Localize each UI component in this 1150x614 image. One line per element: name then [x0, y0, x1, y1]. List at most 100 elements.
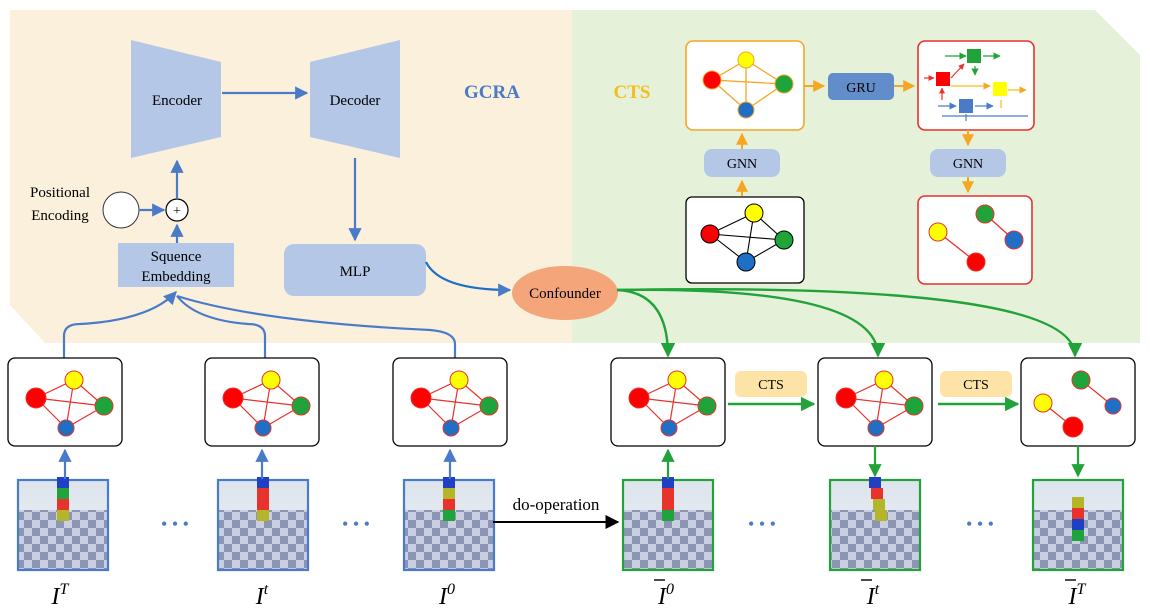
- graph-box-5: [817, 357, 933, 447]
- mlp-to-confounder-arrow: [425, 261, 512, 297]
- node-green: [697, 396, 717, 416]
- node-red: [835, 387, 857, 409]
- block: [1072, 530, 1084, 541]
- node-yellow: [64, 370, 84, 390]
- ellipsis-4: • • •: [966, 514, 994, 534]
- block: [1072, 508, 1084, 519]
- confounder-node: [512, 266, 618, 320]
- frame-floor: [18, 510, 108, 570]
- cts-title: CTS: [614, 82, 651, 103]
- gnn-block-left: [704, 149, 780, 177]
- input-node-blue: [736, 252, 756, 272]
- output-node-yellow: [928, 222, 948, 242]
- positional-encoding-label-1: Positional: [30, 185, 90, 201]
- frame-label-4: I0: [657, 581, 674, 610]
- positional-encoding-label-2: Encoding: [31, 208, 89, 224]
- input-node-red: [700, 224, 720, 244]
- frame-image-6: [1031, 478, 1125, 572]
- input-node-green: [774, 230, 794, 250]
- node-blue: [442, 419, 460, 437]
- block: [875, 510, 887, 521]
- node-green: [291, 396, 311, 416]
- output-node-green: [975, 204, 995, 224]
- confounder-to-graph4: [616, 288, 676, 358]
- input-flow-right: [176, 294, 457, 358]
- block: [57, 488, 69, 499]
- block: [662, 477, 674, 488]
- bottom-graphs: [7, 357, 1136, 447]
- positional-encoding-node: [102, 191, 140, 229]
- frame-border: [1031, 478, 1125, 572]
- dyn-blue-square: [959, 99, 973, 113]
- do-operation-label: do-operation: [513, 495, 600, 514]
- block: [662, 510, 674, 521]
- frame-label-5: It: [866, 581, 880, 610]
- ellipsis-1: • • •: [161, 514, 189, 534]
- node-blue: [57, 419, 75, 437]
- block: [443, 477, 455, 488]
- cts-pill-1-label: CTS: [758, 378, 784, 393]
- node-blue: [660, 419, 678, 437]
- dyn-green-square: [967, 49, 981, 63]
- frame-image-2: [216, 477, 310, 572]
- frame-floor: [623, 510, 713, 570]
- input-flow-left: [62, 291, 177, 358]
- cts-node-red: [702, 70, 722, 90]
- block: [57, 477, 69, 488]
- frame-label-3: I0: [438, 581, 455, 610]
- node-green: [1071, 370, 1091, 390]
- node-red: [222, 387, 244, 409]
- block: [443, 510, 455, 521]
- gcra-title: GCRA: [464, 82, 520, 103]
- frame-label-2: It: [255, 581, 269, 610]
- mlp-block: [284, 244, 426, 296]
- node-red: [410, 387, 432, 409]
- node-blue: [254, 419, 272, 437]
- frame-image-5: [828, 477, 922, 572]
- dyn-red-square: [936, 72, 950, 86]
- cts-pill-2: [940, 371, 1012, 397]
- block: [57, 510, 69, 521]
- frame-floor: [830, 510, 920, 570]
- block: [662, 488, 674, 499]
- cts-node-green: [774, 74, 794, 94]
- ellipsis-2: • • •: [342, 514, 370, 534]
- block: [257, 477, 269, 488]
- sequence-embedding-label-1: Squence: [151, 249, 202, 265]
- block: [443, 488, 455, 499]
- frame-floor: [218, 510, 308, 570]
- frame-label-1: IT: [51, 581, 70, 610]
- decoder-label: Decoder: [330, 93, 381, 109]
- graph-box-4: [610, 357, 726, 447]
- node-red: [1062, 416, 1084, 438]
- dynamics-arrows: [924, 52, 1028, 121]
- encoder-label: Encoder: [152, 93, 202, 109]
- dyn-yellow-square: [993, 82, 1007, 96]
- node-green: [94, 396, 114, 416]
- gru-label: GRU: [846, 81, 876, 96]
- input-node-yellow: [744, 203, 764, 223]
- gnn-block-right: [930, 149, 1006, 177]
- frame-label-6: IT: [1068, 581, 1087, 610]
- node-yellow: [261, 370, 281, 390]
- frame-image-4: [621, 477, 715, 572]
- mlp-label: MLP: [340, 264, 371, 280]
- gnn-label-left: GNN: [727, 157, 757, 172]
- block: [257, 510, 269, 521]
- block: [257, 488, 269, 499]
- frame-floor: [404, 510, 494, 570]
- graph-box-3: [392, 357, 508, 447]
- cts-node-blue: [737, 101, 755, 119]
- block: [869, 477, 881, 488]
- cts-pill-1: [735, 371, 807, 397]
- frame-image-3: [402, 477, 496, 572]
- block: [443, 499, 455, 510]
- output-node-red: [966, 252, 986, 272]
- frame-labels: IT It I0 I0 It IT: [51, 579, 1087, 610]
- node-blue: [1104, 397, 1122, 415]
- graph-box-1: [7, 357, 123, 447]
- decoder-shape: [310, 40, 400, 158]
- gnn-label-right: GNN: [953, 157, 983, 172]
- node-blue: [867, 419, 885, 437]
